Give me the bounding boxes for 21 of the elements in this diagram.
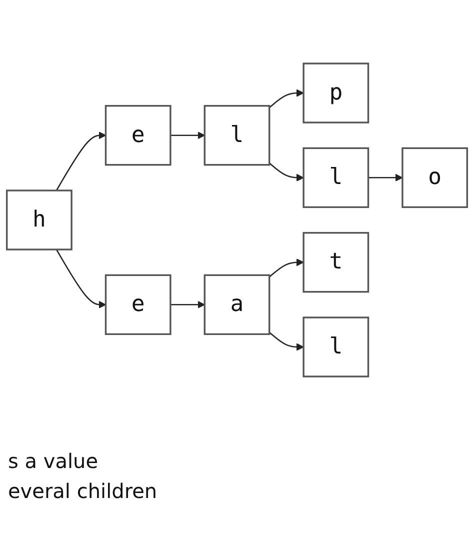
node-box: a	[204, 274, 270, 336]
node-box: l	[302, 147, 370, 208]
arrow	[268, 258, 304, 278]
node-box: o	[402, 147, 468, 208]
arrow	[56, 132, 106, 191]
node-box: h	[6, 190, 72, 250]
arrow	[268, 89, 304, 108]
arrow	[268, 332, 304, 351]
node-box: l	[204, 104, 270, 166]
node-box: e	[104, 274, 172, 336]
arrow	[368, 174, 403, 182]
arrow	[170, 132, 205, 140]
arrow	[170, 300, 205, 308]
arrow	[268, 162, 304, 182]
node-box: t	[302, 232, 370, 293]
note-text: everal children	[8, 478, 158, 505]
node-box: p	[302, 62, 370, 124]
node-box: l	[302, 316, 370, 378]
arrow	[56, 249, 106, 308]
note-text: s a value	[8, 448, 100, 475]
node-box: e	[104, 104, 172, 166]
